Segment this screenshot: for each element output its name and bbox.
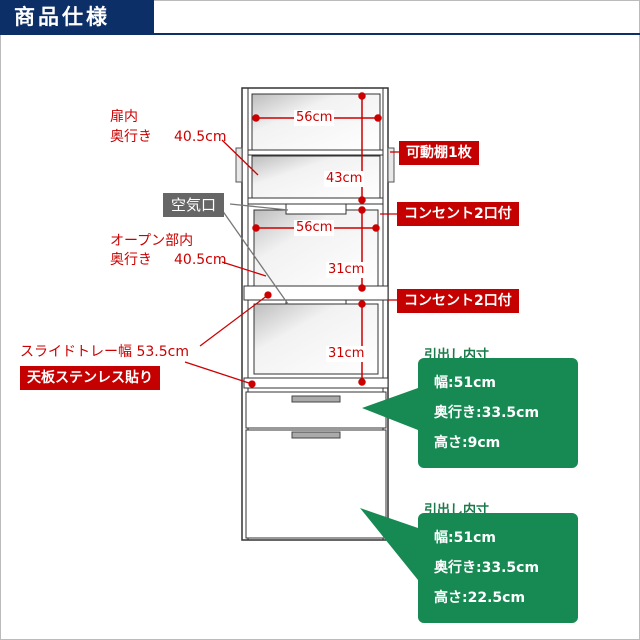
drawer-1-pointer (362, 388, 418, 430)
mid-height-label: 31cm (326, 262, 367, 278)
vent-upper (285, 203, 347, 215)
outlet-tag-2: コンセント2口付 (397, 289, 519, 313)
door-depth-line1: 扉内 (110, 109, 138, 125)
shelf-tag: 可動棚1枚 (399, 141, 479, 165)
drawer-2 (245, 429, 387, 539)
door-depth-line2: 奥行き (110, 129, 152, 145)
stainless-top (243, 377, 389, 389)
slide-tray-width-label: スライドトレー幅 53.5cm (20, 344, 189, 360)
drawer-2-depth: 奥行き:33.5cm (434, 560, 540, 576)
drawer-2-handle (291, 431, 341, 439)
outlet-tag-1: コンセント2口付 (397, 202, 519, 226)
left-door-edge (235, 147, 243, 183)
oven-depth-line1: オープン部内 (110, 233, 194, 249)
drawer-1-spec: 幅:51cm 奥行き:33.5cm 高さ:9cm (418, 358, 578, 468)
right-door-edge (387, 147, 395, 183)
drawer-1-height: 高さ:9cm (434, 435, 501, 451)
upper-height-label: 43cm (324, 171, 365, 187)
drawer-1-handle (291, 395, 341, 403)
top-width-label: 56cm (294, 110, 335, 126)
drawer-2-width: 幅:51cm (434, 530, 496, 546)
oven-depth-line2: 奥行き (110, 252, 152, 268)
vent-leaders (221, 203, 289, 305)
drawer-1-depth: 奥行き:33.5cm (434, 405, 540, 421)
door-depth-value: 40.5cm (174, 129, 227, 145)
drawer-2-pointer (360, 508, 418, 580)
stainless-tag: 天板ステンレス貼り (20, 366, 160, 390)
drawer-2-height: 高さ:22.5cm (434, 590, 526, 606)
oven-depth-value: 40.5cm (174, 252, 227, 268)
title-underline (0, 33, 640, 35)
lower-open-section (253, 303, 379, 375)
vent-tag: 空気口 (163, 193, 225, 217)
lower-height-label: 31cm (326, 346, 367, 362)
mid-width-label: 56cm (294, 220, 335, 236)
drawer-1-width: 幅:51cm (434, 375, 496, 391)
leader-lines (184, 139, 272, 388)
movable-shelf (247, 149, 384, 156)
page-title: 商品仕様 (0, 0, 154, 34)
drawer-2-spec: 幅:51cm 奥行き:33.5cm 高さ:22.5cm (418, 513, 578, 623)
tag-leaders (380, 151, 400, 301)
